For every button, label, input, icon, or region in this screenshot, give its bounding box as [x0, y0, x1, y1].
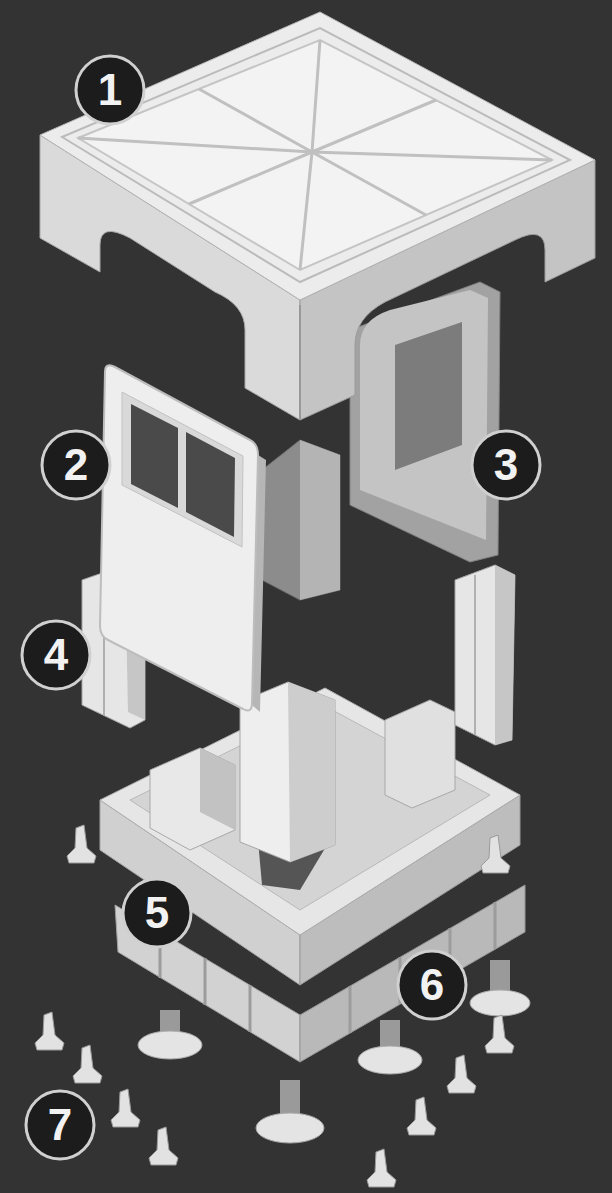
leveling-foot: [358, 1046, 422, 1074]
panel-window: [395, 322, 462, 470]
connector-peg: [447, 1055, 476, 1093]
roof-rim: [62, 28, 570, 282]
door-window-frame: [122, 392, 243, 547]
roof-panel: [78, 40, 552, 270]
callout-circle: [472, 431, 540, 499]
callout-circle: [22, 621, 90, 689]
door-window-pane: [186, 432, 235, 537]
corner-post: [240, 682, 335, 862]
callout-circle: [398, 951, 466, 1019]
connector-peg: [73, 1045, 102, 1083]
furniture-block: [385, 700, 455, 808]
callout-circle: [42, 431, 110, 499]
furniture-block: [150, 748, 235, 850]
panel-face: [350, 282, 500, 562]
connector-peg: [67, 825, 96, 863]
roof-corner-seam: [299, 305, 301, 420]
connector-peg: [407, 1097, 436, 1135]
furniture-side: [200, 748, 235, 830]
corner-post-side: [288, 682, 335, 862]
middle-post: [262, 440, 340, 600]
leveling-foot: [256, 1113, 324, 1143]
callout-number: 5: [123, 879, 191, 947]
door-panel: [100, 365, 266, 712]
connector-pegs: [35, 825, 514, 1187]
callout-number: 4: [22, 621, 90, 689]
callout-number: 3: [472, 431, 540, 499]
door-window-pane: [131, 404, 178, 508]
callout-number: 7: [26, 1091, 94, 1159]
roof-top-face: [40, 12, 595, 300]
roof-module: [40, 12, 595, 420]
leveling-foot: [470, 990, 530, 1016]
middle-post-side: [300, 440, 340, 600]
callout-circle: [76, 56, 144, 124]
connector-peg: [485, 1015, 514, 1053]
floor-module: [100, 682, 520, 985]
wall-post-side: [495, 565, 515, 745]
door-frame: [100, 365, 258, 710]
leveling-foot: [138, 1031, 202, 1059]
callout-number: 6: [398, 951, 466, 1019]
connector-peg: [367, 1149, 396, 1187]
wall-post: [455, 565, 515, 745]
wall-post-groove: [474, 575, 476, 735]
connector-peg: [111, 1089, 140, 1127]
callout-circle: [123, 879, 191, 947]
roof-ribs: [78, 40, 552, 270]
panel-arch: [360, 290, 488, 540]
connector-peg: [481, 835, 510, 873]
callout-circles: [22, 56, 540, 1159]
callout-number: 2: [42, 431, 110, 499]
callout-circle: [26, 1091, 94, 1159]
connector-peg: [35, 1012, 64, 1050]
connector-peg: [149, 1127, 178, 1165]
callout-number: 1: [76, 56, 144, 124]
